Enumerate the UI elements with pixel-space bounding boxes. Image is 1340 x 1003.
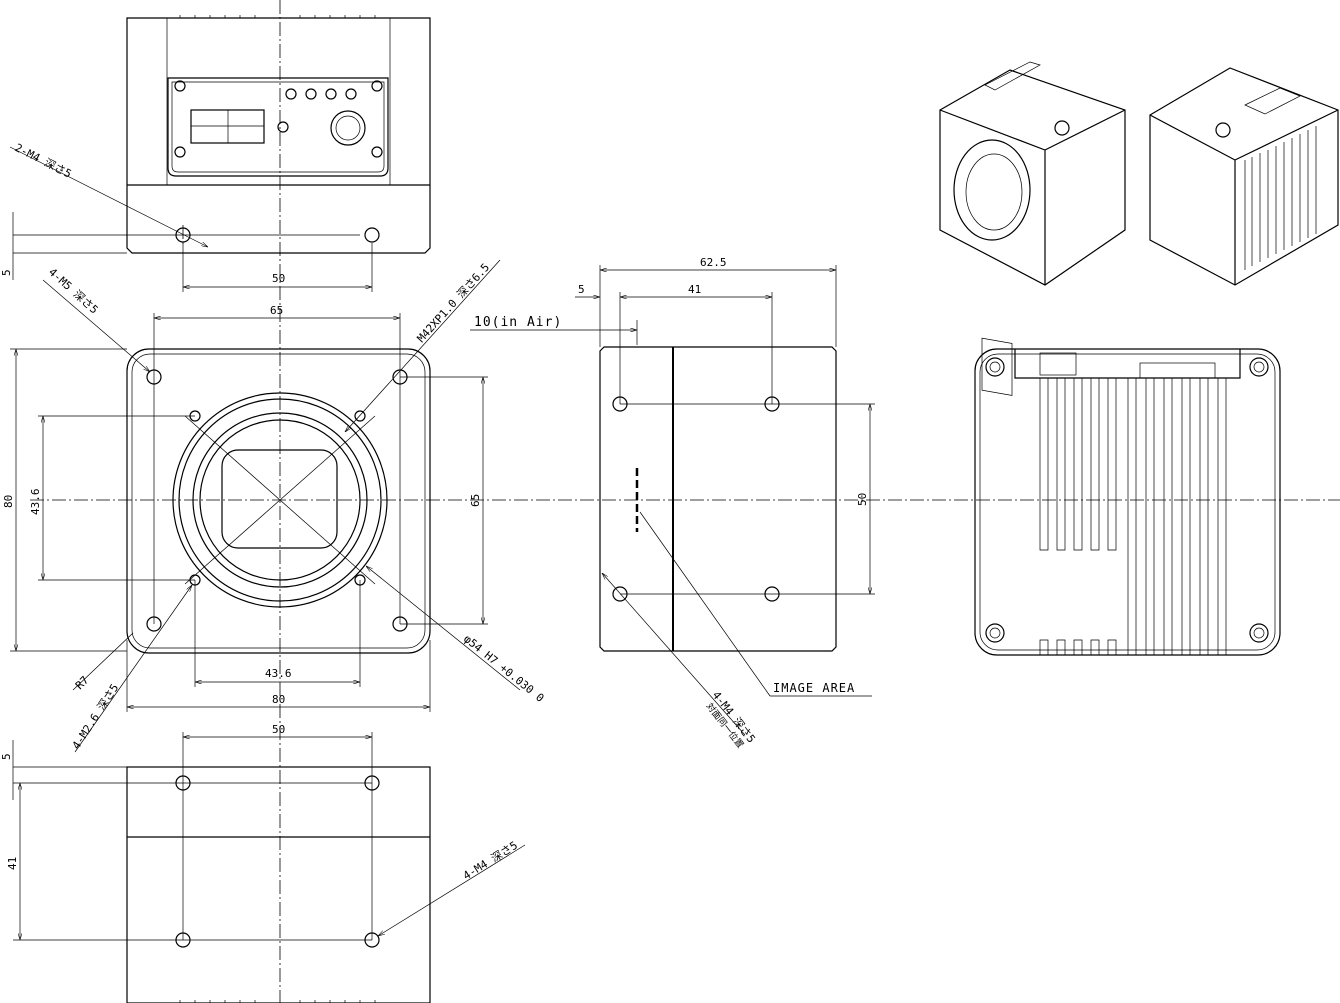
isometric-front-view [939,61,1126,396]
front-dim-436-v: 43.6 [29,489,42,516]
m5-label: 4-M5 深さ5 [46,266,101,317]
front-dim-80-v: 80 [2,495,15,508]
side-view: 62.5 41 5 10(in Air) 50 IMAGE AREA 4-M4 … [470,256,875,750]
front-view: 65 80 43.6 65 43.6 80 4-M5 深さ5 M42XP1.0 … [2,259,546,753]
bottom-dim-5: 5 [0,753,13,760]
r7-label: R7 [73,674,92,693]
bore-label: φ54 H7 +0.030 0 [461,632,546,705]
image-area-label: IMAGE AREA [773,681,855,695]
bottom-dim-50: 50 [272,723,285,736]
bottom-hole-label: 4-M4 深さ5 [461,839,520,883]
side-dim-50: 50 [856,493,869,506]
bottom-dim-41: 41 [6,857,19,870]
isometric-rear-view [1149,67,1339,286]
top-dim-50: 50 [272,272,285,285]
screw-icon [985,357,1269,643]
m26-label: 4-M2.6 深さ5 [70,682,122,752]
front-dim-436-h: 43.6 [265,667,292,680]
lens-mount [172,392,388,608]
heat-fins [1039,378,1227,655]
led-icon [285,88,357,100]
side-dim-10: 10(in Air) [474,315,562,330]
center-lines [30,0,1340,1003]
side-dim-625: 62.5 [700,256,727,269]
mount-label: M42XP1.0 深さ6.5 [415,261,493,345]
top-hole-label: 2-M4 深さ5 [13,141,74,181]
front-dim-65-v: 65 [469,494,482,507]
side-dim-41: 41 [688,283,701,296]
side-dim-5: 5 [578,283,585,296]
m5-holes [146,369,408,632]
front-dim-80-h: 80 [272,693,285,706]
bottom-view: 50 5 41 4-M4 深さ5 [0,723,526,1003]
top-view: 50 5 2-M4 深さ5 [0,15,431,292]
rear-view [974,348,1281,656]
front-dim-65-h: 65 [270,304,283,317]
connector-icon [330,110,366,146]
screw-icon [174,80,383,158]
top-dim-5: 5 [0,269,13,276]
